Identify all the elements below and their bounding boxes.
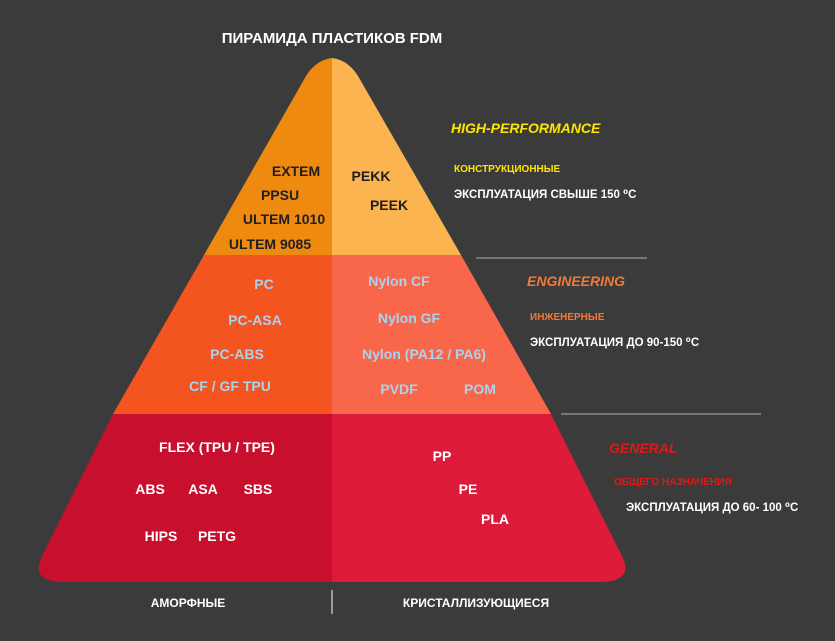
material-label: POM [464,381,496,397]
pyramid-bottom-right [332,414,626,582]
material-label: PPSU [261,187,299,203]
pyramid-top-left [204,58,332,255]
tier-subtitle: ОБЩЕГО НАЗНАЧЕНИЯ [614,477,732,488]
tier-general-legend: GENERAL ОБЩЕГО НАЗНАЧЕНИЯ ЭКСПЛУАТАЦИЯ Д… [609,440,798,514]
material-label: CF / GF TPU [189,378,271,394]
high-performance-materials: EXTEM PPSU ULTEM 1010 ULTEM 9085 PEKK PE… [229,163,408,252]
tier-subtitle: КОНСТРУКЦИОННЫЕ [454,164,561,175]
material-label: PE [459,481,478,497]
material-label: Nylon GF [378,310,441,326]
material-label: PP [433,448,452,464]
crystalline-label: КРИСТАЛЛИЗУЮЩИЕСЯ [403,596,549,610]
engineering-materials: PC PC-ASA PC-ABS CF / GF TPU Nylon CF Ny… [189,273,496,397]
tier-name: ENGINEERING [527,273,625,289]
tier-name: HIGH-PERFORMANCE [451,120,601,136]
pyramid [38,58,626,582]
material-label: PC-ASA [228,312,282,328]
material-label: PC-ABS [210,346,264,362]
tier-name: GENERAL [609,440,677,456]
pyramid-mid-right [332,255,551,414]
material-label: PEKK [352,168,391,184]
tier-temperature: ЭКСПЛУАТАЦИЯ ДО 60- 100 ⁰С [626,502,798,514]
tier-temperature: ЭКСПЛУАТАЦИЯ СВЫШЕ 150 ⁰С [454,189,636,201]
pyramid-bottom-left [38,414,333,582]
pyramid-mid-left [113,255,332,414]
general-materials: FLEX (TPU / TPE) ABS ASA SBS HIPS PETG P… [135,439,509,544]
material-label: PC [254,276,273,292]
material-label: PLA [481,511,509,527]
material-label: FLEX (TPU / TPE) [159,439,275,455]
diagram-title: ПИРАМИДА ПЛАСТИКОВ FDM [222,30,443,47]
material-label: SBS [244,481,273,497]
tier-subtitle: ИНЖЕНЕРНЫЕ [530,312,605,323]
material-label: ABS [135,481,165,497]
material-label: Nylon (PA12 / PA6) [362,346,486,362]
tier-engineering-legend: ENGINEERING ИНЖЕНЕРНЫЕ ЭКСПЛУАТАЦИЯ ДО 9… [527,273,699,349]
material-label: EXTEM [272,163,320,179]
material-label: ASA [188,481,218,497]
amorphous-label: АМОРФНЫЕ [151,596,226,610]
tier-high-performance-legend: HIGH-PERFORMANCE КОНСТРУКЦИОННЫЕ ЭКСПЛУА… [451,120,636,201]
pyramid-top-right [332,58,461,255]
material-label: PETG [198,528,236,544]
material-label: Nylon CF [368,273,430,289]
material-label: ULTEM 9085 [229,236,311,252]
material-label: PVDF [380,381,418,397]
material-label: ULTEM 1010 [243,211,325,227]
material-label: HIPS [145,528,178,544]
tier-temperature: ЭКСПЛУАТАЦИЯ ДО 90-150 ⁰С [530,337,699,349]
material-label: PEEK [370,197,408,213]
